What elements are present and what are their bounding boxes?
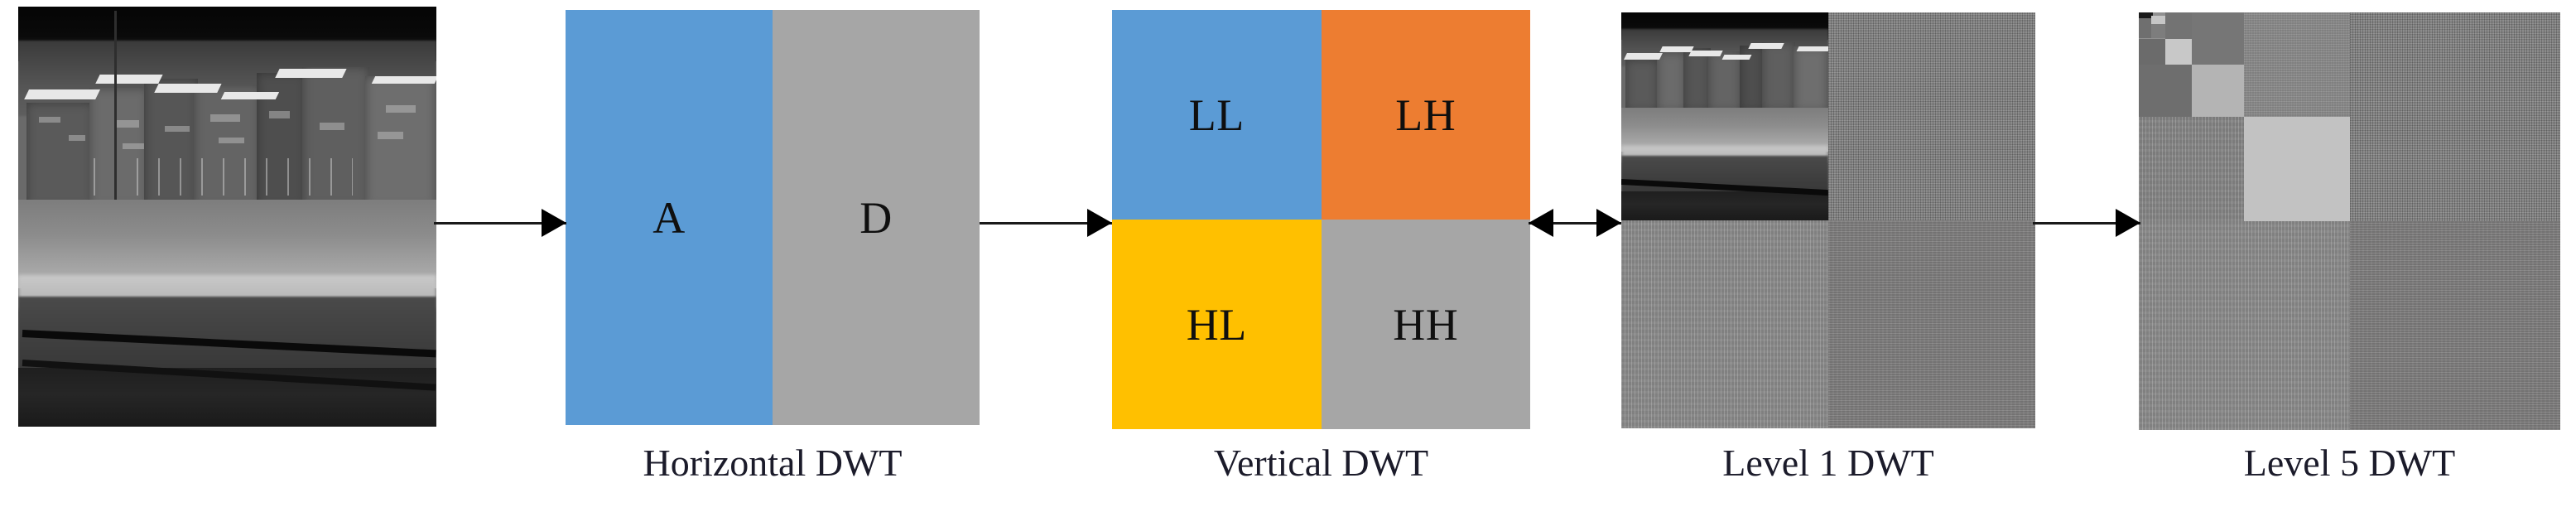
nest3-hl	[2139, 65, 2192, 117]
subband-cell-hh: HH	[1321, 220, 1530, 429]
caption-level-5-dwt: Level 5 DWT	[2243, 442, 2456, 484]
photo-roof	[95, 74, 163, 84]
level5-hh-subband	[2349, 221, 2560, 430]
arrow-shaft	[2033, 221, 2140, 225]
subband-label-a: A	[652, 192, 686, 243]
photo-roof	[372, 75, 436, 84]
arrowhead-right-icon	[1087, 209, 1112, 237]
nest4-hl	[2139, 117, 2245, 221]
photo-roof	[1748, 43, 1784, 50]
photo-building	[1793, 46, 1828, 113]
photo-building	[1683, 48, 1711, 113]
photo-building	[1762, 42, 1795, 113]
level1-hh-subband	[1828, 220, 2035, 428]
subband-label-d: D	[859, 192, 893, 243]
photo-building	[26, 102, 94, 209]
photo-roof	[275, 68, 347, 78]
subband-cell-d: D	[773, 10, 980, 425]
photo-fence	[93, 157, 353, 196]
nest3-lh	[2191, 12, 2245, 65]
photo-window	[378, 132, 403, 139]
subband-label-hl: HL	[1186, 299, 1247, 350]
nest4-lh	[2244, 12, 2350, 117]
nest1-core-dark	[2139, 12, 2154, 18]
source-image	[18, 7, 436, 427]
photo-dashboard	[1621, 191, 1828, 220]
photo-pole	[114, 11, 118, 205]
nest4-hh	[2244, 117, 2350, 221]
photo-window	[219, 138, 244, 144]
photo-window	[68, 134, 85, 141]
photo-road	[1621, 108, 1828, 152]
arrowhead-left-icon	[1529, 209, 1553, 237]
photo-buildings	[1621, 40, 1828, 113]
level5-hl-subband	[2139, 221, 2350, 430]
photo-roof	[1688, 50, 1722, 56]
level5-nest-4	[2139, 12, 2350, 221]
nest2-lh	[2164, 12, 2192, 39]
photo-building	[365, 75, 436, 209]
arrowhead-right-icon	[542, 209, 566, 237]
nest1-core-light	[2150, 16, 2165, 25]
photo-building	[1708, 51, 1741, 113]
arrowhead-right-icon	[2116, 209, 2140, 237]
level1-hl-subband	[1621, 220, 1828, 428]
arrow-horizontal-to-vertical	[980, 209, 1112, 237]
photo-window	[164, 125, 190, 133]
level1-lh-subband	[1828, 12, 2035, 220]
level-5-dwt-image	[2139, 12, 2560, 430]
photo-roof	[154, 83, 221, 93]
photo-roof	[1659, 46, 1693, 52]
level-1-dwt-image	[1621, 12, 2035, 428]
level1-ll-subband	[1621, 12, 1828, 220]
subband-cell-lh: LH	[1321, 10, 1530, 220]
nest1-core-low	[2150, 24, 2165, 39]
subband-cell-a: A	[566, 10, 773, 425]
level5-nest-2	[2139, 12, 2192, 65]
photo-road	[18, 200, 436, 288]
photo-window	[210, 114, 240, 122]
photo-roof	[24, 89, 100, 100]
photo-roof	[1721, 55, 1751, 60]
photo-window	[123, 143, 144, 150]
arrow-source-to-horizontal	[434, 209, 566, 237]
photo-window	[39, 117, 60, 123]
arrowhead-right-icon	[1596, 209, 1621, 237]
arrow-shaft	[1529, 221, 1621, 225]
arrow-vertical-to-level1	[1529, 209, 1621, 237]
photo-roof	[1796, 46, 1828, 52]
level5-nest-1	[2139, 12, 2165, 39]
photo-building	[1625, 60, 1659, 113]
nest2-hh	[2164, 38, 2192, 65]
subband-cell-ll: LL	[1112, 10, 1322, 220]
photo-window	[114, 119, 140, 128]
photo-window	[386, 105, 416, 113]
subband-cell-hl: HL	[1112, 220, 1322, 429]
horizontal-dwt-block: A D	[566, 10, 980, 425]
arrow-shaft	[434, 221, 566, 225]
level5-nest-3	[2139, 12, 2245, 117]
photo-window	[319, 123, 344, 131]
subband-label-ll: LL	[1188, 89, 1245, 140]
subband-label-lh: LH	[1395, 89, 1457, 140]
photo-roof	[221, 92, 280, 100]
nest1-core-mid	[2139, 17, 2151, 39]
vertical-dwt-block: LL LH HL HH	[1112, 10, 1530, 429]
caption-level-1-dwt: Level 1 DWT	[1722, 442, 1934, 484]
photo-window	[269, 111, 291, 119]
arrow-shaft	[980, 221, 1112, 225]
subband-label-hh: HH	[1393, 299, 1459, 350]
caption-horizontal-dwt: Horizontal DWT	[643, 442, 903, 484]
arrow-level1-to-level5	[2033, 209, 2140, 237]
caption-vertical-dwt: Vertical DWT	[1213, 442, 1429, 484]
photo-building	[1656, 52, 1686, 113]
level5-lh-subband	[2349, 12, 2560, 221]
nest2-hl	[2139, 38, 2165, 65]
photo-roof	[1624, 53, 1663, 60]
nest3-hh	[2191, 65, 2245, 117]
